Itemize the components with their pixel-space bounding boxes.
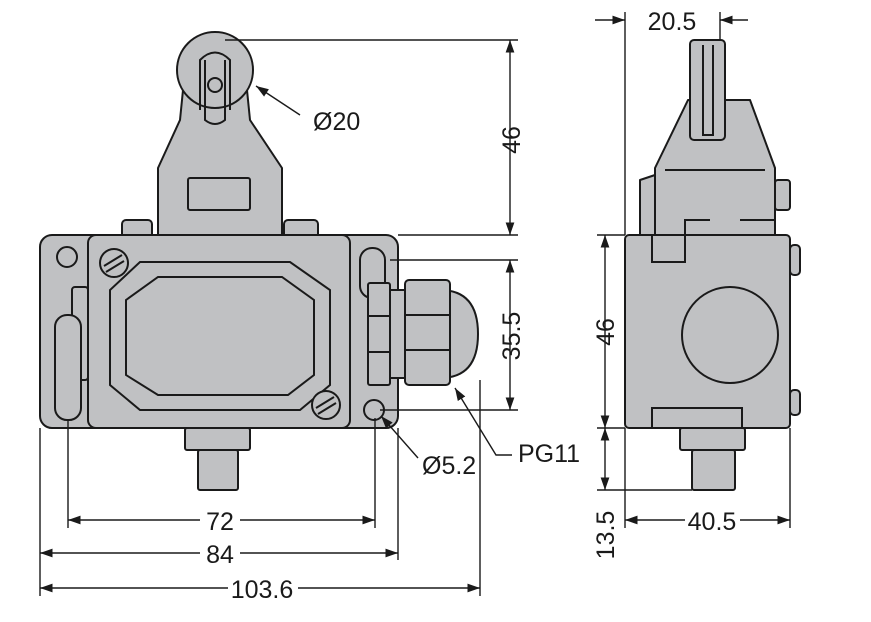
screw-icon [99,248,129,278]
dim-side-body-height: 46 [592,318,620,346]
side-view [624,39,801,491]
plunger-housing [184,427,251,451]
dim-plunger-length: 13.5 [592,511,620,560]
screw-icon [311,390,341,420]
dim-hole-spacing: 72 [206,508,234,536]
side-roller [689,39,726,141]
plunger [197,449,239,491]
dim-roller-width: 20.5 [648,8,697,36]
side-gland [681,286,779,384]
dim-actuator-height: 46 [498,126,526,154]
gland-hex [404,279,451,386]
dim-gland-thread: PG11 [518,440,580,468]
gland-nut [367,282,391,386]
dim-roller-diameter: Ø20 [313,108,360,136]
dim-gland-spacing: 35.5 [498,312,526,361]
dim-body-depth: 40.5 [688,508,737,536]
cover-inner [125,276,315,396]
side-dimensions: 20.5 46 13.5 40.5 [592,8,791,560]
roller [176,31,254,109]
dim-hole-diameter: Ø5.2 [422,452,476,480]
dim-overall-width: 103.6 [231,576,294,604]
front-dimensions: 46 35.5 Ø20 PG11 Ø5.2 72 84 103.6 [39,39,580,604]
front-view [39,31,479,491]
mounting-hole-icon [56,246,78,268]
dim-body-width: 84 [206,541,234,569]
cover-outer [109,261,331,411]
